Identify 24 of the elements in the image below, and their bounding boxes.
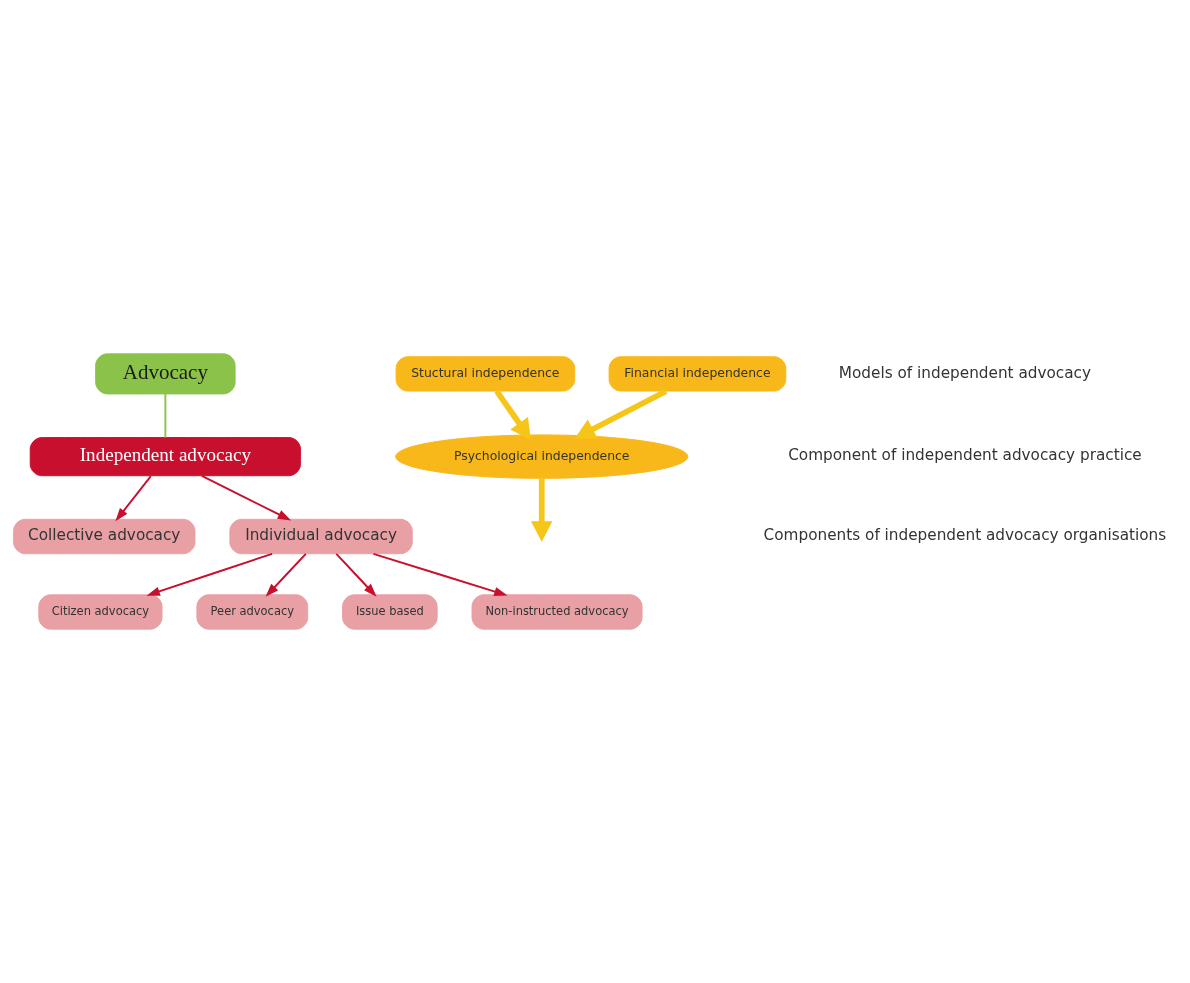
label: Component of independent advocacy practice bbox=[788, 446, 1142, 465]
label: Components of independent advocacy organisations bbox=[763, 526, 1167, 545]
node-box: Advocacy bbox=[95, 353, 236, 395]
arrow bbox=[494, 389, 531, 441]
arrow bbox=[146, 552, 274, 596]
node-box: Individual advocacy bbox=[229, 518, 413, 555]
node-box: Financial independence bbox=[608, 356, 787, 392]
node-box: Citizen advocacy bbox=[38, 594, 163, 630]
arrow bbox=[372, 552, 508, 597]
node-ellipse: Psychological independence bbox=[395, 434, 689, 479]
arrow bbox=[574, 388, 668, 439]
node-box: Non-instructed advocacy bbox=[471, 594, 643, 630]
node-box: Peer advocacy bbox=[196, 594, 309, 630]
node-box: Independent advocacy bbox=[29, 437, 302, 477]
node-box: Issue based bbox=[342, 594, 438, 630]
arrow bbox=[531, 478, 553, 542]
connector bbox=[164, 393, 167, 439]
label: Models of independent advocacy bbox=[838, 363, 1092, 382]
arrow bbox=[265, 552, 307, 597]
arrow bbox=[115, 475, 152, 522]
node-box: Collective advocacy bbox=[13, 518, 196, 555]
arrow bbox=[335, 552, 377, 597]
node-box: Stuctural independence bbox=[395, 356, 576, 392]
arrow bbox=[200, 474, 292, 521]
